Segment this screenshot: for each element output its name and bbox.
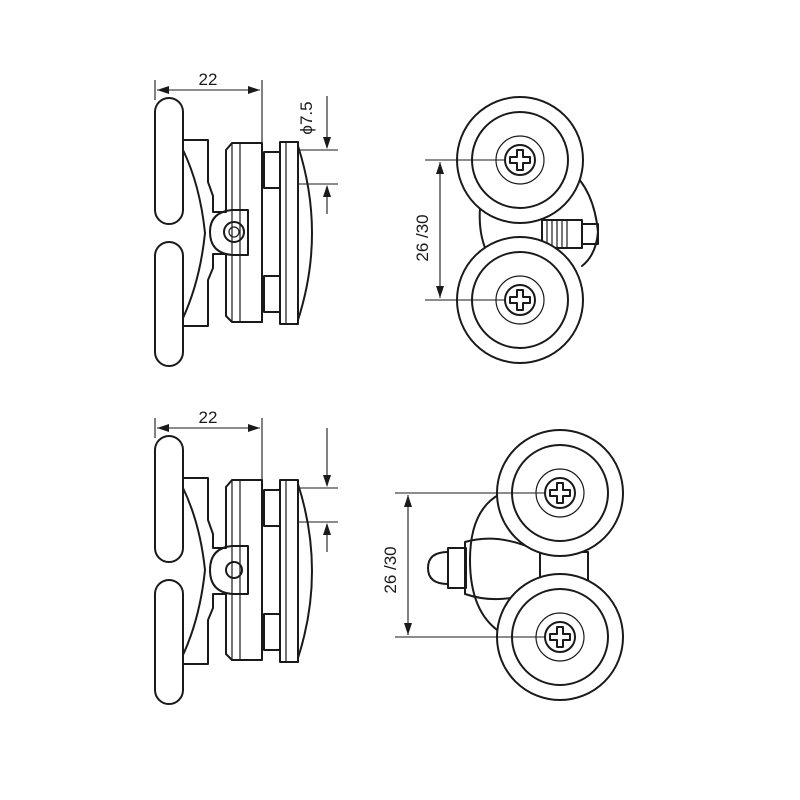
dimension-label-spacing: 26 /30 — [413, 214, 432, 261]
phillips-screw-icon — [509, 149, 531, 171]
arrow — [323, 185, 331, 197]
arrow — [404, 495, 412, 507]
pivot-pin — [223, 221, 245, 243]
spacer-upper — [263, 151, 281, 189]
upper-wheel — [456, 96, 584, 224]
arrow — [323, 137, 331, 149]
dimension-label-width: 22 — [199, 70, 218, 89]
pivot-housing — [209, 545, 249, 595]
phillips-screw-icon — [549, 626, 571, 648]
spacer-lower — [263, 613, 281, 651]
arrow — [436, 286, 444, 298]
pivot-pin-core — [228, 226, 240, 238]
lower-wheel-edge — [154, 241, 184, 367]
top-side-view: 22 ϕ7.5 — [154, 70, 338, 367]
top-front-view: 26 /30 — [413, 96, 599, 364]
wheel-hub-curve — [182, 149, 206, 319]
mounting-plate — [279, 479, 299, 663]
button-collar — [447, 547, 467, 589]
bracket-outline — [469, 493, 501, 633]
arrow — [157, 424, 169, 432]
lower-wheel-edge — [154, 579, 184, 705]
dimension-label-width: 22 — [199, 408, 218, 427]
arrow — [248, 424, 260, 432]
arrow — [436, 162, 444, 174]
push-button — [427, 551, 449, 585]
arrow — [323, 523, 331, 535]
phillips-screw-icon — [509, 289, 531, 311]
arrow — [323, 475, 331, 487]
wheel-hub-curve — [182, 487, 206, 656]
dimension-label-diameter: ϕ7.5 — [297, 101, 316, 134]
adjuster-cap — [581, 223, 599, 245]
arrow — [248, 86, 260, 94]
pivot-pin — [225, 561, 243, 579]
spacer-lower — [263, 275, 281, 313]
bottom-front-view: 26 /30 — [381, 429, 624, 701]
pivot-housing — [209, 209, 249, 256]
upper-wheel-edge — [154, 435, 184, 563]
bracket-body — [182, 477, 263, 665]
cover-cap — [297, 145, 313, 321]
bottom-side-view: 22 — [154, 408, 338, 705]
bracket-body — [182, 139, 263, 327]
spacer-upper — [263, 489, 281, 527]
arrow — [404, 623, 412, 635]
upper-wheel-edge — [154, 97, 184, 225]
phillips-screw-icon — [549, 482, 571, 504]
mounting-plate — [279, 141, 299, 325]
dimension-label-spacing: 26 /30 — [381, 546, 400, 593]
cover-cap — [297, 483, 313, 659]
arrow — [157, 86, 169, 94]
